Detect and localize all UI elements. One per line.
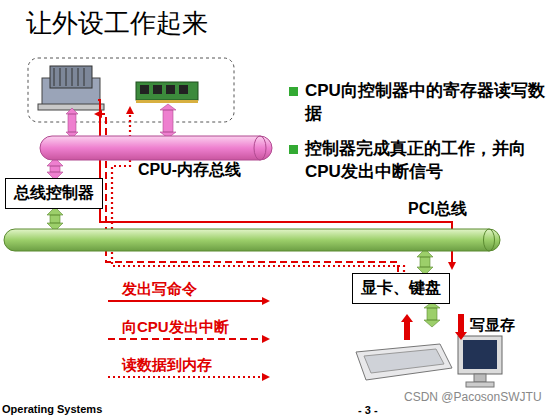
legend-dashed-sample	[108, 338, 268, 340]
monitor	[458, 336, 502, 387]
bus-band: PCI总线	[4, 229, 500, 251]
box-label: 总线控制器	[14, 183, 94, 204]
legend-text: 向CPU发出中断	[122, 318, 229, 337]
legend-dotted-sample	[108, 376, 268, 378]
controller-box: 显卡、键盘	[352, 273, 450, 304]
watermark: CSDN @PacosonSWJTU	[404, 390, 542, 404]
keyboard	[356, 344, 452, 380]
bus-shape	[40, 136, 272, 160]
device-arrow	[424, 302, 440, 327]
bus-connector	[47, 158, 63, 180]
bullet-text: CPU向控制器中的寄存器读写数据	[305, 80, 545, 126]
bus-arrow	[66, 108, 78, 138]
cpu-memory-region	[28, 58, 234, 122]
legend-text: 读数据到内存	[122, 356, 212, 375]
footer-text: Operating Systems	[2, 403, 102, 415]
box-label: 显卡、键盘	[361, 278, 441, 299]
page-number: - 3 -	[358, 404, 378, 416]
memory-stick	[136, 82, 198, 103]
output-arrow	[455, 314, 467, 340]
slide-title: 让外设工作起来	[26, 6, 208, 41]
bus-arrow	[160, 104, 176, 138]
output-label: 写显存	[470, 316, 515, 335]
legend-text: 发出写命令	[122, 280, 197, 299]
bus-connector	[47, 207, 63, 231]
bus-band: CPU-内存总线	[40, 136, 272, 160]
controller-box: 总线控制器	[5, 178, 103, 209]
bus-label: CPU-内存总线	[138, 160, 241, 181]
bullet-square	[289, 87, 298, 96]
bus-label: PCI总线	[408, 199, 467, 220]
bullet-text: 控制器完成真正的工作，并向CPU发出中断信号	[305, 138, 545, 184]
bus-connector	[417, 249, 433, 275]
bullet-square	[289, 145, 298, 154]
legend-solid-sample	[108, 300, 268, 302]
cpu-chip	[38, 66, 104, 110]
bus-shape	[4, 229, 500, 251]
input-arrow	[401, 314, 413, 340]
